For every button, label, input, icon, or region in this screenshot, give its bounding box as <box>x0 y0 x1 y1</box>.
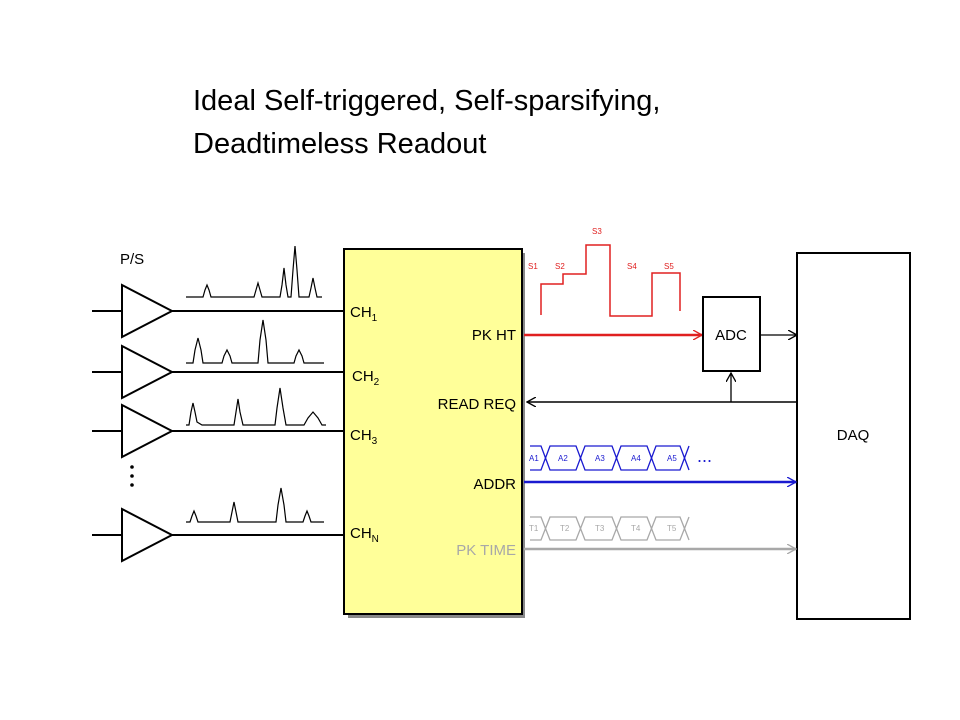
waveform-chn <box>186 487 324 523</box>
waveform-ch2 <box>186 319 324 364</box>
s3-label: S3 <box>592 227 602 236</box>
s4-label: S4 <box>627 262 637 271</box>
read-req-label: READ REQ <box>438 396 516 413</box>
daq-box <box>796 252 911 620</box>
ch3-label: CH3 <box>350 427 378 447</box>
a4-label: A4 <box>631 454 641 463</box>
readout-chip <box>343 248 525 618</box>
a2-label: A2 <box>558 454 568 463</box>
s5-label: S5 <box>664 262 674 271</box>
addr-label: ADDR <box>473 476 516 493</box>
addr-ellipsis: ... <box>697 446 712 466</box>
title-line-1: Ideal Self-triggered, Self-sparsifying, <box>193 85 661 117</box>
time-bus-timing <box>530 516 690 541</box>
preamp-n <box>92 507 343 563</box>
preamp-1 <box>92 283 343 339</box>
t4-label: T4 <box>631 524 641 533</box>
t5-label: T5 <box>667 524 677 533</box>
ps-label: P/S <box>120 251 144 268</box>
ch2-label: CH2 <box>352 368 380 388</box>
t1-label: T1 <box>529 524 539 533</box>
waveform-ch1 <box>186 245 322 298</box>
adc-label: ADC <box>715 327 747 344</box>
a5-label: A5 <box>667 454 677 463</box>
t3-label: T3 <box>595 524 605 533</box>
s2-label: S2 <box>555 262 565 271</box>
preamp-3 <box>92 403 343 459</box>
s1-label: S1 <box>528 262 538 271</box>
pk-ht-label: PK HT <box>472 327 516 344</box>
vertical-ellipsis <box>130 465 134 487</box>
adc-box <box>702 296 761 372</box>
title-line-2: Deadtimeless Readout <box>193 128 487 160</box>
waveform-ch3 <box>186 387 326 426</box>
a1-label: A1 <box>529 454 539 463</box>
chn-label: CHN <box>350 525 379 545</box>
pk-time-label: PK TIME <box>456 542 516 559</box>
slide-title: Ideal Self-triggered, Self-sparsifying, … <box>193 80 893 166</box>
daq-label: DAQ <box>837 427 870 444</box>
preamp-2 <box>92 344 343 400</box>
a3-label: A3 <box>595 454 605 463</box>
addr-bus-timing <box>530 445 690 471</box>
ch1-label: CH1 <box>350 304 378 324</box>
t2-label: T2 <box>560 524 570 533</box>
pk-ht-staircase <box>540 244 681 317</box>
